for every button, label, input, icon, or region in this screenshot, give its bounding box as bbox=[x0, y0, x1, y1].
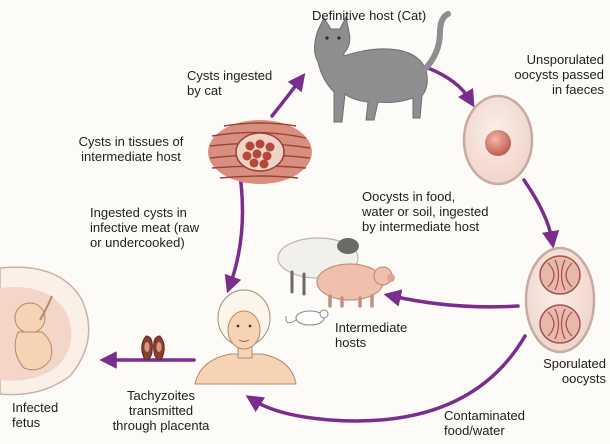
oocysts-ingested-label: Oocysts in food, water or soil, ingested… bbox=[362, 189, 488, 234]
intermediate-hosts-label: Intermediate hosts bbox=[335, 320, 407, 350]
contaminated-food-water-label: Contaminated food/water bbox=[444, 408, 525, 438]
tissue-cyst-illustration bbox=[208, 120, 312, 184]
tachyzoites-label: Tachyzoites transmitted through placenta bbox=[98, 388, 224, 433]
cat-illustration bbox=[315, 14, 449, 122]
arrow-oocysts-to-intermediate-hosts bbox=[392, 296, 518, 307]
arrow-cat-to-faeces bbox=[428, 68, 470, 100]
pig-illustration bbox=[317, 264, 395, 306]
cysts-ingested-by-cat-label: Cysts ingested by cat bbox=[187, 68, 272, 98]
ingested-cysts-meat-label: Ingested cysts in infective meat (raw or… bbox=[90, 205, 199, 250]
arrow-unsporulated-to-sporulated bbox=[524, 180, 552, 240]
arrow-tissue-to-cat bbox=[272, 80, 300, 116]
tachyzoites-illustration bbox=[142, 336, 165, 360]
unsporulated-oocyst-illustration bbox=[464, 96, 532, 184]
fetus-illustration bbox=[0, 267, 89, 394]
unsporulated-oocysts-label: Unsporulated oocysts passed in faeces bbox=[488, 52, 604, 97]
mouse-illustration bbox=[286, 310, 328, 325]
human-illustration bbox=[195, 290, 296, 384]
infected-fetus-label: Infected fetus bbox=[12, 400, 58, 430]
sporulated-oocyst-illustration bbox=[526, 248, 594, 352]
sporulated-oocysts-label: Sporulated oocysts bbox=[500, 356, 606, 386]
intermediate-hosts-illustration bbox=[278, 238, 395, 325]
cysts-in-tissues-label: Cysts in tissues of intermediate host bbox=[56, 134, 206, 164]
definitive-host-label: Definitive host (Cat) bbox=[312, 8, 426, 23]
